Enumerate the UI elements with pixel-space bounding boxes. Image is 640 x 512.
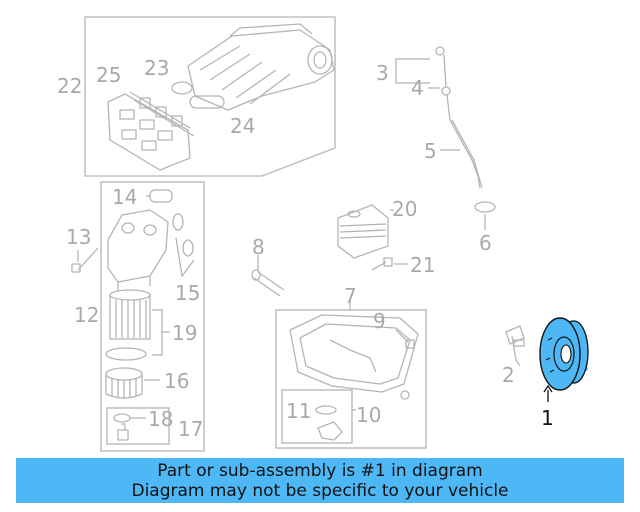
oil-pan-part bbox=[289, 314, 419, 400]
o-ring-15a-part bbox=[172, 213, 184, 231]
callout-21: 21 bbox=[410, 253, 435, 277]
info-banner: Part or sub-assembly is #1 in diagram Di… bbox=[16, 458, 624, 503]
bolt-9-part bbox=[395, 329, 415, 349]
banner-line-2: Diagram may not be specific to your vehi… bbox=[131, 480, 509, 501]
callout-24: 24 bbox=[230, 114, 255, 138]
callout-16: 16 bbox=[164, 369, 189, 393]
dipstick-part bbox=[435, 46, 496, 213]
intake-manifold-group-box bbox=[84, 16, 336, 177]
dipstick-tube-8-part bbox=[251, 269, 285, 297]
plug-17-part bbox=[117, 423, 129, 441]
callout-10: 10 bbox=[356, 403, 381, 427]
callout-15: 15 bbox=[175, 281, 200, 305]
callout-18: 18 bbox=[148, 407, 173, 431]
callout-11: 11 bbox=[286, 399, 311, 423]
oil-pan-group-box bbox=[275, 309, 427, 449]
callout-19: 19 bbox=[172, 321, 197, 345]
filter-element-part bbox=[109, 289, 151, 340]
callout-20: 20 bbox=[392, 197, 417, 221]
plug-10-part bbox=[317, 421, 343, 441]
bolt-2-part bbox=[505, 325, 525, 367]
callout-1: 1 bbox=[541, 406, 554, 430]
gasket-24-part bbox=[129, 81, 225, 137]
drain-subgroup-box bbox=[281, 389, 353, 444]
callout-17: 17 bbox=[178, 417, 203, 441]
callout-2: 2 bbox=[502, 363, 515, 387]
intake-manifold-part bbox=[187, 23, 335, 111]
bolt-21-part bbox=[371, 257, 393, 271]
callout-25: 25 bbox=[96, 63, 121, 87]
bolt-13-part bbox=[71, 247, 99, 273]
callout-12: 12 bbox=[74, 303, 99, 327]
oil-cooler-part bbox=[337, 204, 389, 259]
callout-22: 22 bbox=[57, 74, 82, 98]
callout-3: 3 bbox=[376, 61, 389, 85]
callout-9: 9 bbox=[373, 309, 386, 333]
banner-line-1: Part or sub-assembly is #1 in diagram bbox=[157, 460, 483, 481]
callout-4: 4 bbox=[411, 76, 424, 100]
leader-3 bbox=[395, 58, 430, 84]
callout-8: 8 bbox=[252, 235, 265, 259]
callout-5: 5 bbox=[424, 139, 437, 163]
oil-filter-housing-part bbox=[107, 209, 169, 292]
o-ring-19-part bbox=[105, 347, 147, 361]
filter-cap-part bbox=[105, 367, 143, 399]
gasket-25-part bbox=[107, 93, 191, 171]
parts-diagram: 1 2 3 4 5 6 7 8 9 10 11 12 13 14 15 16 1… bbox=[57, 16, 589, 452]
callout-23: 23 bbox=[144, 56, 169, 80]
oil-filter-group-box bbox=[100, 181, 205, 452]
gasket-11-part bbox=[315, 405, 337, 415]
gasket-18-part bbox=[113, 413, 131, 423]
gasket-14-part bbox=[149, 189, 173, 203]
drain-plug-subgroup-box bbox=[106, 407, 170, 445]
callout-7: 7 bbox=[344, 284, 357, 308]
callout-13: 13 bbox=[66, 225, 91, 249]
o-ring-15b-part bbox=[182, 239, 194, 257]
callout-6: 6 bbox=[479, 231, 492, 255]
crankshaft-pulley-part[interactable] bbox=[539, 317, 589, 391]
callout-14: 14 bbox=[112, 185, 137, 209]
